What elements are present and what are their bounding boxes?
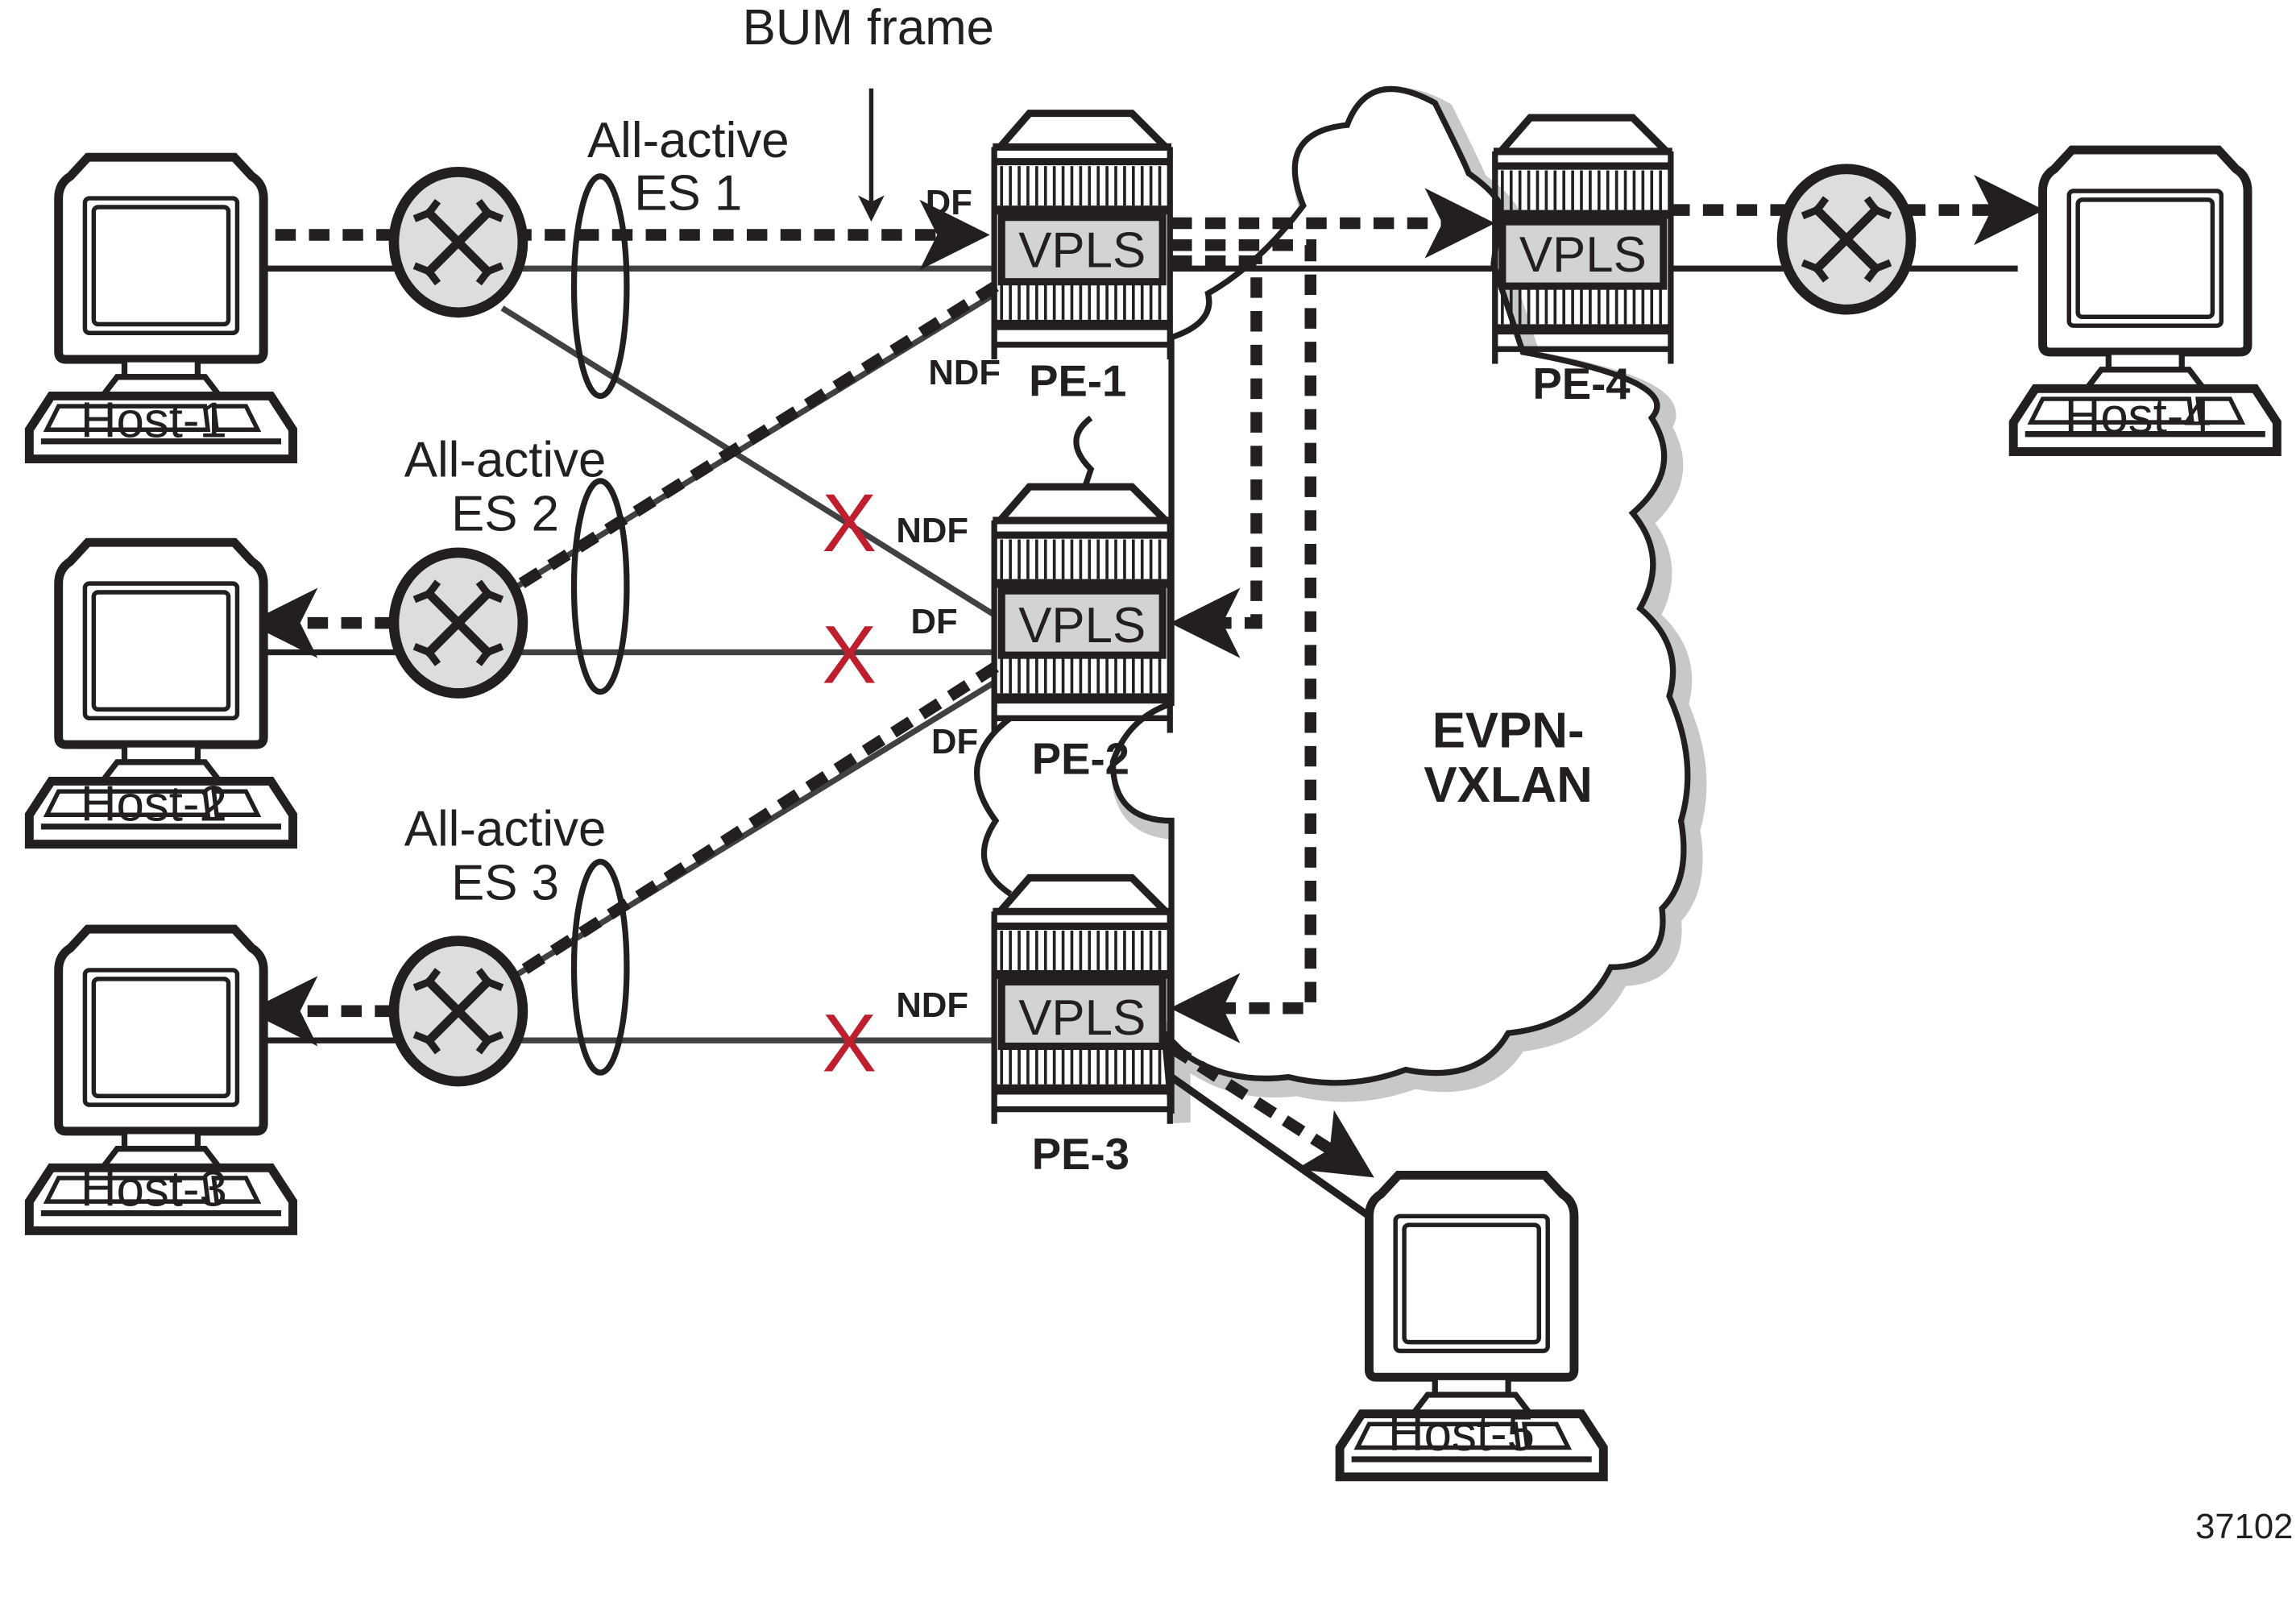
- host-3-label: Host-3: [81, 1162, 227, 1218]
- host-2: Host-2: [29, 542, 292, 844]
- figure-id: 37102: [2195, 1508, 2293, 1546]
- es3-label-line1: All-active: [404, 801, 607, 857]
- role-pe2-es3: DF: [931, 723, 978, 761]
- es1-label-line2: ES 1: [634, 166, 742, 222]
- evpn-vxlan-cloud: EVPN- VXLAN: [974, 85, 1707, 1124]
- role-pe1-es2: NDF: [928, 354, 1001, 392]
- host-2-label: Host-2: [81, 777, 227, 832]
- role-pe2-es2: DF: [911, 603, 958, 641]
- pe-2-service: VPLS: [1018, 598, 1146, 653]
- pe-3-service: VPLS: [1018, 990, 1146, 1046]
- pe-2-label: PE-2: [1032, 734, 1129, 783]
- es2-label-line1: All-active: [404, 432, 607, 487]
- pe-1-label: PE-1: [1029, 356, 1126, 405]
- role-pe2-es1: NDF: [896, 512, 968, 550]
- role-pe3-es3: NDF: [896, 986, 968, 1025]
- host-5-label: Host-5: [1388, 1406, 1535, 1462]
- pe-2: VPLS PE-2: [993, 487, 1171, 783]
- host-4: Host-4: [2013, 150, 2277, 451]
- pe-4-label: PE-4: [1532, 359, 1631, 409]
- es1-label-line1: All-active: [587, 113, 790, 168]
- pe-4: VPLS PE-4: [1494, 118, 1672, 409]
- host-1-label: Host-1: [81, 392, 227, 448]
- blocked-mark-pe2-es2: X: [822, 609, 877, 701]
- host-5: Host-5: [1340, 1175, 1603, 1476]
- bum-frame-label: BUM frame: [743, 0, 994, 56]
- role-pe1-es1: DF: [926, 184, 972, 222]
- es2-ellipse: [570, 478, 630, 695]
- cloud-label-line2: VXLAN: [1424, 757, 1592, 813]
- pe-1-service: VPLS: [1018, 222, 1146, 278]
- host-3: Host-3: [29, 929, 292, 1230]
- host-4-label: Host-4: [2065, 388, 2211, 444]
- access-links: [234, 265, 2018, 1220]
- es2-label-line2: ES 2: [451, 487, 559, 542]
- switch-icon-3: [394, 941, 523, 1081]
- pe-3: VPLS PE-3: [993, 877, 1171, 1179]
- pe-4-service: VPLS: [1519, 227, 1647, 283]
- es1-ellipse: [570, 173, 630, 400]
- blocked-mark-pe2-es1: X: [822, 477, 877, 569]
- blocked-mark-pe3-es3: X: [822, 997, 877, 1089]
- pe-3-label: PE-3: [1032, 1130, 1129, 1179]
- host-1: Host-1: [29, 157, 292, 458]
- cloud-label-line1: EVPN-: [1432, 703, 1585, 759]
- switch-icon-4: [1782, 169, 1911, 309]
- es3-ellipse: [570, 858, 630, 1076]
- switch-icon-1: [394, 172, 523, 312]
- switch-icon-2: [394, 553, 523, 693]
- pe-1: VPLS PE-1: [993, 114, 1171, 405]
- es3-label-line2: ES 3: [451, 856, 559, 911]
